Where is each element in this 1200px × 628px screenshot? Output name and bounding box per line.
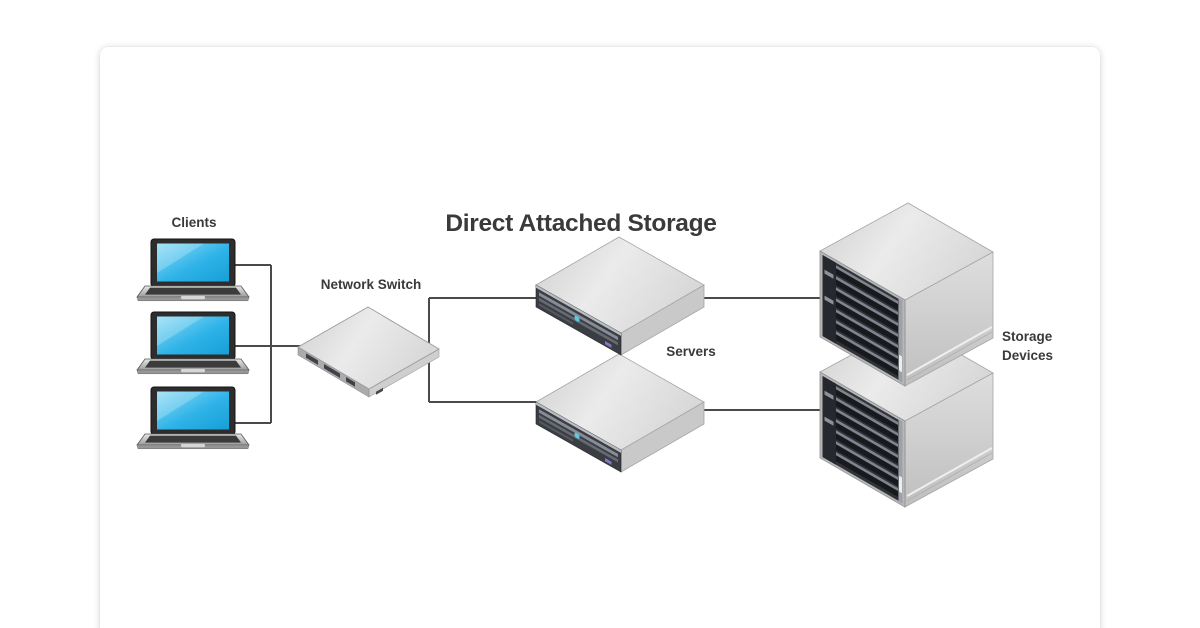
diagram-title: Direct Attached Storage [445,210,716,237]
laptop-screen [157,391,229,430]
storage-front-panel [819,371,906,508]
server-led [574,432,580,439]
laptop-touchpad-notch [181,296,205,300]
server-device-1 [535,236,705,356]
server-storage-lines [685,297,824,411]
laptop-screen-sheen [157,316,204,346]
server-logo [605,458,612,465]
laptop-screen-sheen [157,243,204,273]
client-bus-lines [230,264,302,424]
storage-rim-highlight [906,326,993,376]
laptop-keyboard [145,435,241,443]
connector-lines [230,264,824,424]
server-front-panel [535,401,622,473]
server-logo [605,341,612,348]
client-laptop-3 [136,386,250,450]
client-laptop-2 [136,311,250,375]
client-laptop-1 [136,238,250,302]
servers-label: Servers [666,344,716,359]
clients-label: Clients [171,215,216,230]
storage-devices-label-line2: Devices [1002,348,1053,363]
server-front-panel [535,284,622,356]
server-led [574,315,580,322]
laptop-screen [157,243,229,282]
storage-device-1 [819,202,994,387]
storage-rim-line [906,452,993,502]
laptop-keyboard [145,287,241,295]
storage-devices-label-line1: Storage [1002,329,1053,344]
storage-rim-highlight [906,447,993,497]
laptop-touchpad-notch [181,369,205,373]
storage-drive-bays [836,386,898,498]
laptop-screen [157,316,229,355]
storage-devices-label: Storage Devices [1002,329,1053,363]
storage-front-panel [819,250,906,387]
network-switch-device [297,306,440,398]
switch-server-lines [428,297,545,403]
server-device-2 [535,353,705,473]
switch-right-port [376,387,383,395]
laptop-screen-sheen [157,391,204,421]
storage-rim-line [906,331,993,381]
laptop-touchpad-notch [181,444,205,448]
switch-front-left-face [297,346,370,398]
network-switch-label: Network Switch [321,277,422,292]
laptop-keyboard [145,360,241,368]
switch-top-face [297,306,440,390]
storage-drive-bays [836,265,898,377]
